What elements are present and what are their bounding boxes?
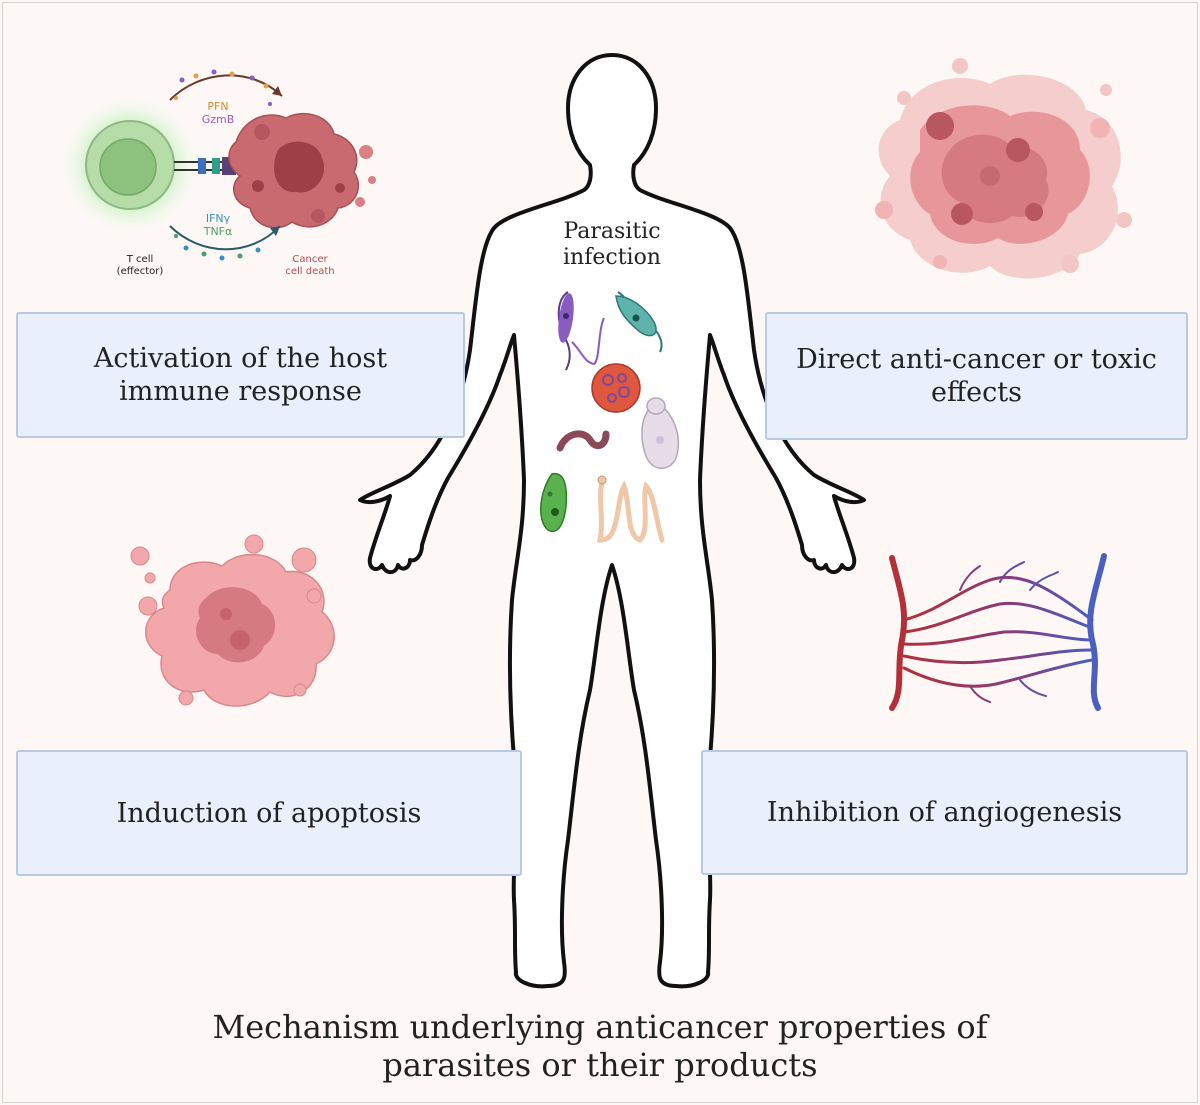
tcell-label-line2: (effector): [117, 266, 164, 277]
box-immune-line2: immune response: [119, 376, 362, 407]
secretion-arrow-bottom: [169, 225, 281, 251]
parasites-group: [540, 291, 680, 543]
immune-response-illustration: PFN GzmB IFNγ TNFα T cell (effector) Can…: [58, 69, 376, 277]
apoptosis-illustration: [130, 534, 335, 707]
cancer-cell-cluster-icon: [228, 112, 376, 229]
cytokine-dots: [174, 69, 272, 261]
pfn-label: PFN: [207, 100, 228, 113]
tapeworm-icon: [597, 475, 665, 543]
trypanosome-teal-icon: [615, 291, 663, 353]
box-apoptosis: Induction of apoptosis: [16, 750, 522, 876]
box-immune-line1: Activation of the host: [93, 343, 388, 374]
parasitic-infection-label-line1: Parasitic: [563, 219, 660, 244]
box-apoptosis-text: Induction of apoptosis: [116, 797, 422, 829]
human-silhouette: [358, 53, 866, 989]
tcell-label-line1: T cell: [126, 254, 154, 265]
tnf-label: TNFα: [203, 225, 233, 238]
tumor-mass-illustration: [875, 58, 1132, 279]
box-direct-text: Direct anti-cancer or toxic effects: [796, 343, 1157, 409]
ifn-label: IFNγ: [206, 212, 231, 225]
gzmb-label: GzmB: [202, 113, 235, 126]
box-direct-line2: effects: [931, 377, 1022, 408]
box-angiogenesis-text: Inhibition of angiogenesis: [766, 797, 1123, 828]
figure-title-line1: Mechanism underlying anticancer properti…: [212, 1008, 988, 1046]
angiogenesis-illustration: [889, 553, 1107, 711]
figure-title-line2: parasites or their products: [382, 1046, 818, 1084]
tcell-nucleus: [99, 138, 157, 196]
fluke-larva-icon: [641, 397, 680, 469]
secretion-arrow-top: [169, 74, 283, 101]
infected-red-cell-icon: [591, 363, 641, 413]
box-direct-line1: Direct anti-cancer or toxic: [796, 344, 1157, 375]
trypanosome-purple-icon: [557, 291, 605, 371]
cancer-label-line2: cell death: [285, 266, 334, 277]
box-immune-response: Activation of the host immune response: [16, 312, 465, 438]
figure-title: Mechanism underlying anticancer properti…: [150, 1008, 1050, 1084]
box-immune-text: Activation of the host immune response: [94, 342, 387, 408]
roundworm-icon: [556, 430, 610, 452]
box-angiogenesis: Inhibition of angiogenesis: [701, 750, 1188, 875]
cancer-label-line1: Cancer: [292, 254, 328, 265]
green-protozoan-icon: [540, 472, 568, 533]
parasitic-infection-label-line2: infection: [563, 245, 661, 270]
box-direct-effects: Direct anti-cancer or toxic effects: [765, 312, 1188, 440]
